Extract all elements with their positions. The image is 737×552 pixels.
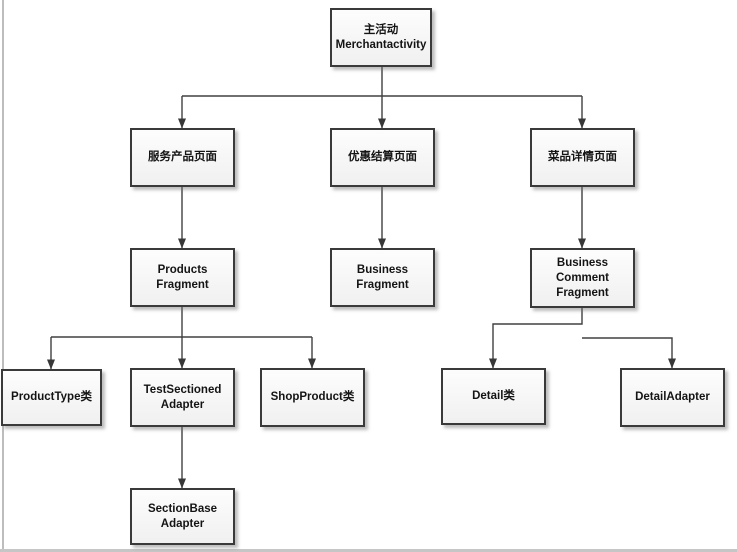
node-label-line: ShopProduct类 — [270, 391, 355, 403]
node-section-base-adapter: SectionBase Adapter — [130, 488, 235, 545]
node-service-product-page: 服务产品页面 — [130, 128, 235, 187]
node-label-line: ProductType类 — [11, 391, 92, 403]
node-business-comment-fragment: Business Comment Fragment — [530, 248, 635, 308]
node-business-fragment: Business Fragment — [330, 248, 435, 307]
node-label-line: Comment — [555, 271, 610, 284]
node-label-line: 服务产品页面 — [148, 151, 217, 163]
node-test-sectioned-adapter: TestSectioned Adapter — [130, 368, 235, 427]
node-label-line: Adapter — [160, 517, 205, 530]
node-label-line: Business — [556, 256, 609, 269]
node-shop-product-class: ShopProduct类 — [260, 368, 365, 427]
node-label-line: 菜品详情页面 — [548, 151, 617, 163]
node-label-line: SectionBase — [147, 502, 218, 515]
node-label-line: Fragment — [156, 278, 209, 291]
page-edge-bottom — [0, 549, 737, 552]
node-label-line: Fragment — [356, 278, 409, 291]
node-label-line: DetailAdapter — [635, 391, 710, 403]
node-detail-adapter: DetailAdapter — [620, 368, 725, 427]
node-label-line: Products — [157, 263, 208, 276]
node-label-line: Adapter — [160, 398, 205, 411]
node-label-line: 优惠结算页面 — [348, 151, 417, 163]
node-detail-class: Detail类 — [441, 368, 546, 425]
node-label-line: 主活动 — [363, 23, 399, 36]
page-edge-left — [2, 0, 4, 552]
node-label-line: TestSectioned — [143, 383, 222, 396]
node-label-line: Fragment — [556, 286, 609, 299]
node-label-line: Merchantactivity — [335, 38, 427, 51]
node-label-line: Business — [356, 263, 409, 276]
node-dish-detail-page: 菜品详情页面 — [530, 128, 635, 187]
node-discount-settlement-page: 优惠结算页面 — [330, 128, 435, 187]
node-products-fragment: Products Fragment — [130, 248, 235, 307]
node-label-line: Detail类 — [472, 390, 515, 402]
node-merchant-activity: 主活动 Merchantactivity — [330, 8, 432, 67]
node-product-type-class: ProductType类 — [1, 369, 102, 426]
